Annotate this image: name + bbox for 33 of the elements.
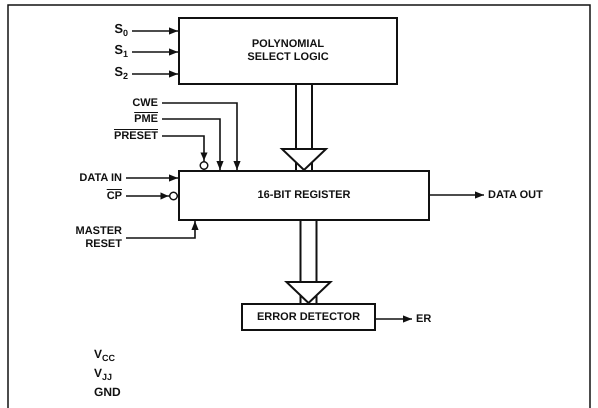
signal-name: MASTER RESET (74, 225, 122, 251)
signal-name: S$_{1}$ (114, 43, 128, 61)
pin-label: V$_{JJ}$ (94, 366, 112, 384)
block-title: ERROR DETECTOR (256, 310, 362, 324)
arrow (430, 191, 484, 199)
arrow (132, 27, 178, 35)
signal-name: CWE (132, 96, 158, 110)
signal-name: CP (106, 190, 122, 202)
bus-arrow (286, 221, 332, 304)
signal-name: PRESET (114, 130, 158, 142)
block-box (241, 303, 376, 331)
arrow (376, 315, 412, 323)
arrow (132, 48, 178, 56)
signal-name: S$_{2}$ (114, 65, 128, 83)
block-box (178, 170, 430, 221)
arrow (162, 118, 224, 170)
bus-arrow (281, 85, 327, 171)
block-title: 16-BIT REGISTER (256, 189, 352, 202)
arrow (126, 221, 199, 239)
block-title: POLYNOMIAL SELECT LOGIC (246, 38, 330, 64)
signal-name: DATA IN (79, 172, 122, 184)
signal-name: ER (416, 312, 432, 326)
signal-name: S$_{0}$ (114, 22, 128, 40)
arrow (162, 135, 208, 170)
arrow (126, 192, 178, 200)
arrow (126, 174, 178, 182)
pin-label: V$_{CC}$ (94, 347, 116, 365)
arrow (132, 70, 178, 78)
block-box (178, 17, 398, 85)
signal-name: DATA OUT (488, 188, 543, 202)
signal-name: PME (134, 112, 158, 126)
arrow (162, 102, 241, 170)
pin-label: GND (94, 385, 121, 399)
